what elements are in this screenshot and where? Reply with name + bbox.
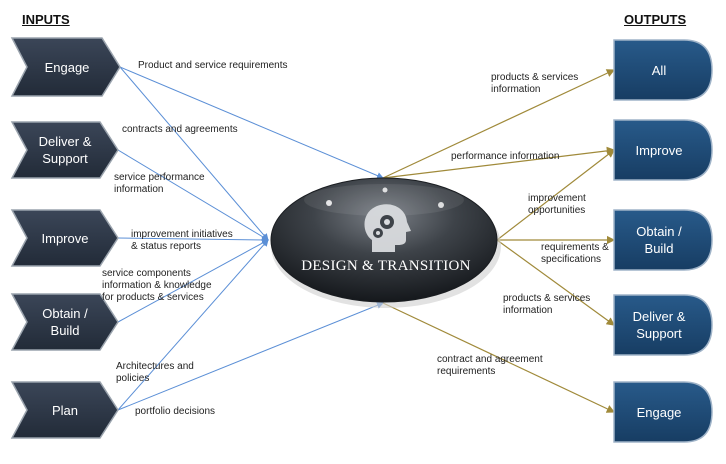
flow-label: contract and agreement requirements	[437, 354, 543, 377]
output-arrows	[382, 69, 616, 413]
ellipse-sparkle	[326, 200, 332, 206]
output-label-engage: Engage	[636, 404, 682, 420]
flow-label: Architectures and policies	[116, 361, 194, 384]
output-boxes	[613, 39, 713, 443]
input-box-deliver-support	[10, 121, 119, 179]
output-box-all	[613, 39, 713, 101]
ellipse-sparkle	[438, 202, 444, 208]
input-label-plan: Plan	[51, 402, 79, 418]
output-label-all: All	[651, 62, 667, 78]
input-box-improve	[10, 209, 119, 267]
flow-label: portfolio decisions	[135, 406, 216, 417]
flow-label: improvement initiatives & status reports	[131, 229, 233, 252]
head-with-gears-icon	[364, 204, 411, 252]
input-boxes	[10, 37, 121, 439]
output-box-obtain-build	[613, 209, 713, 271]
input-box-engage	[10, 37, 121, 97]
flow-label: products & services information	[503, 293, 591, 316]
input-label-deliver-support: Deliver & Support	[38, 134, 92, 166]
center-label: DESIGN & TRANSITION	[301, 258, 471, 274]
flow-label: performance information	[451, 151, 560, 162]
flow-label: improvement opportunities	[528, 193, 586, 216]
input-arrow	[119, 66, 384, 179]
flow-label: contracts and agreements	[122, 124, 238, 135]
input-arrow	[119, 66, 269, 241]
input-arrow	[117, 239, 269, 411]
input-arrow	[117, 239, 269, 323]
output-label-improve: Improve	[635, 142, 683, 158]
flow-label: Product and service requirements	[138, 60, 288, 71]
flow-label: service performance information	[114, 172, 205, 195]
ellipse-sparkle	[382, 187, 388, 193]
output-box-improve	[613, 119, 713, 181]
output-arrow	[496, 239, 615, 326]
input-label-obtain-build: Obtain / Build	[42, 306, 88, 338]
output-box-deliver-support	[613, 294, 713, 356]
output-arrow	[496, 149, 615, 241]
output-box-engage	[613, 381, 713, 443]
input-label-engage: Engage	[44, 59, 90, 75]
output-label-obtain-build: Obtain / Build	[636, 224, 682, 256]
flow-label: products & services information	[491, 72, 579, 95]
output-arrow	[382, 69, 616, 179]
input-box-obtain-build	[10, 293, 119, 351]
ellipse-highlight	[304, 184, 464, 216]
flow-label: service components information & knowled…	[102, 268, 212, 303]
output-arrow	[382, 146, 616, 179]
outputs-header: OUTPUTS	[624, 12, 687, 27]
input-arrow	[117, 149, 269, 241]
flow-label: requirements & specifications	[541, 242, 609, 265]
input-arrow	[117, 302, 384, 411]
output-arrow	[382, 302, 616, 413]
inputs-header: INPUTS	[22, 12, 70, 27]
input-arrow	[117, 236, 269, 244]
input-arrows	[117, 66, 384, 411]
input-box-plan	[10, 381, 119, 439]
output-label-deliver-support: Deliver & Support	[632, 309, 686, 341]
input-label-improve: Improve	[41, 230, 89, 246]
